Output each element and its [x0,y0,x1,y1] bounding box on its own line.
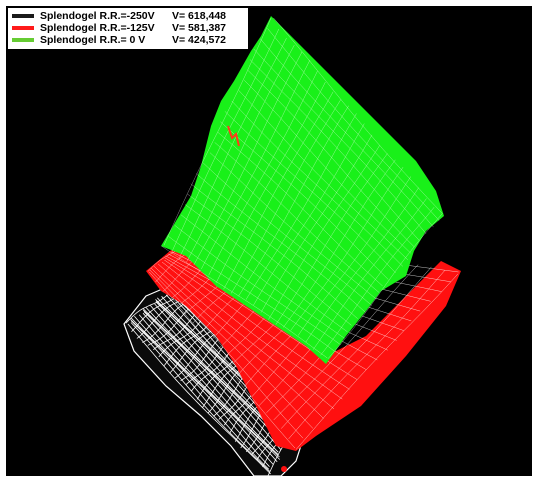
white-mesh-line-v [127,323,271,475]
green-mesh-line-u [186,44,295,263]
white-mesh-line-v [130,322,271,472]
green-mesh-line-v [174,225,341,346]
green-mesh-line-u [312,198,427,350]
plot-viewport-frame: Splendogel R.R.=-250V V= 618,448 Splendo… [6,6,532,476]
green-mesh-line-u [268,145,381,320]
green-surface-body [161,16,444,364]
white-mesh-line-v [142,308,282,451]
green-mesh-line-v [260,38,434,228]
surface-3d-view [123,16,461,476]
green-mesh-line-v [195,173,366,313]
white-mesh-line-v [142,312,280,458]
green-mesh-line-u [245,113,357,300]
green-mesh-line-u [230,99,342,294]
red-mesh-line-u [295,273,459,450]
green-mesh-line-v [238,90,408,260]
white-mesh-line-v [130,319,270,467]
white-mesh-line-v [145,306,286,448]
white-mesh-line-v [134,316,278,463]
red-mesh-line-u [288,270,445,440]
red-mesh-line-v [149,269,304,439]
white-mesh-line-u [158,312,208,358]
legend-series-volume: V= 618,448 [172,10,227,22]
red-mesh-line-v [153,265,324,419]
green-mesh-line-v [224,111,396,274]
green-mesh-line-v [167,235,335,352]
red-mesh-line-v [150,267,314,429]
green-surface-edge-marks [227,125,240,147]
green-mesh-line-v [217,131,383,287]
green-mesh-line-v [184,204,348,333]
green-mesh-line-u [171,28,280,253]
green-mesh-line-v [231,100,403,267]
green-mesh-line-v [203,162,373,306]
red-mesh-line-v [164,259,350,390]
legend-series-name: Splendogel R.R.=-250V [40,10,155,22]
red-mesh-line-v [157,263,335,410]
legend-item-250v: Splendogel R.R.=-250V V= 618,448 [12,10,244,22]
green-mesh-line-u [208,70,318,276]
green-mesh-line-u [178,37,287,259]
green-mesh-line-v [190,183,358,319]
green-mesh-line-u [201,59,311,270]
green-mesh-line-u [163,17,272,246]
green-mesh-line-v [214,142,380,293]
white-mesh-line-v [143,311,279,455]
green-mesh-line-v [267,28,440,221]
green-mesh-line-u [320,207,435,356]
green-mesh-line-v [244,80,412,254]
green-mesh-line-u [305,187,419,343]
green-mesh-line-u [193,51,303,266]
white-mesh-line-v [138,314,280,460]
red-mesh-line-v [149,271,296,449]
green-mesh-line-v [253,48,427,234]
green-mesh-line-v [273,17,443,215]
legend-series-volume: V= 424,572 [172,34,227,46]
legend-series-name: Splendogel R.R.=-125V [40,22,155,34]
green-mesh-line-u [290,166,404,331]
green-mesh-line-u [327,213,443,359]
red-mesh-line-v [161,261,343,400]
bottom-tip-mark [281,466,287,472]
legend-series-name: Splendogel R.R.= 0 V [40,34,146,46]
green-mesh-line-v [247,69,415,247]
green-surface [161,16,444,364]
green-mesh-line-v [187,193,352,326]
green-mesh-line-u [283,159,396,328]
green-mesh-line-v [209,152,377,300]
legend-swatch-red [12,26,34,30]
legend-item-125v: Splendogel R.R.=-125V V= 581,387 [12,22,244,34]
green-mesh-line-u [253,123,365,306]
green-mesh-line-v [161,245,328,359]
legend-swatch-black [12,14,34,18]
white-mesh-line-v [130,317,274,465]
white-mesh-line-v [142,309,279,453]
green-surface-mesh [161,17,443,359]
green-mesh-line-u [275,153,388,325]
green-mesh-line-v [249,59,420,241]
white-mesh-line-v [131,320,269,470]
green-mesh-line-v [180,214,345,339]
legend-item-0v: Splendogel R.R.= 0 V V= 424,572 [12,34,244,46]
green-mesh-line-v [220,121,389,280]
red-mesh-line-u [273,264,419,421]
legend-swatch-green [12,38,34,42]
legend: Splendogel R.R.=-250V V= 618,448 Splendo… [8,8,248,49]
green-mesh-line-u [238,105,349,297]
legend-series-volume: V= 581,387 [172,22,227,34]
